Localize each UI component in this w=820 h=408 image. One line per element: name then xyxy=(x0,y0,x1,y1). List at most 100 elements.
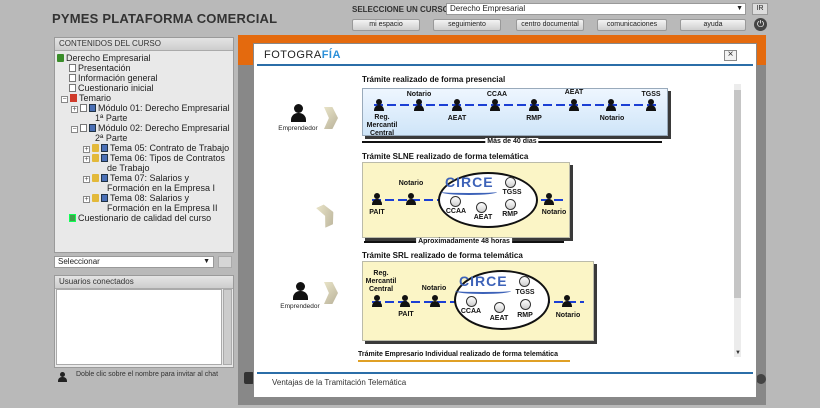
go-button[interactable]: IR xyxy=(752,3,768,15)
connected-users-title: Usuarios conectados xyxy=(55,276,233,289)
page-icon xyxy=(69,214,76,222)
person-icon xyxy=(490,99,500,111)
sec1-top-label: Notario xyxy=(406,91,432,98)
course-select-label: SELECCIONE UN CURSO: xyxy=(352,5,452,14)
tree-item-tema-08[interactable]: + Tema 08: Salarios y xyxy=(57,193,233,203)
nav-mi-espacio[interactable]: mi espacio xyxy=(352,19,420,31)
sec1-duration-bar: Más de 40 días xyxy=(362,138,662,151)
nav-comunicaciones[interactable]: comunicaciones xyxy=(597,19,667,31)
sec3-circe-logo: CIRCE xyxy=(455,273,511,294)
person-icon xyxy=(372,193,382,205)
expand-icon[interactable]: + xyxy=(71,106,78,113)
tree-item-tema-05[interactable]: + Tema 05: Contrato de Trabajo xyxy=(57,143,233,153)
scroll-down-icon[interactable]: ▼ xyxy=(735,350,741,356)
section-go-button[interactable] xyxy=(218,256,232,268)
close-button[interactable]: × xyxy=(724,50,737,61)
tree-item-label: de Trabajo xyxy=(107,163,150,173)
modal-caption: Ventajas de la Tramitación Telemática xyxy=(272,378,407,387)
tree-item-presentacion[interactable]: Presentación xyxy=(57,63,233,73)
tree-item-cuestionario-inicial[interactable]: Cuestionario inicial xyxy=(57,83,233,93)
sec3-cloud-label: TGSS xyxy=(515,289,535,296)
tree-item-tema-07-cont: Formación en la Empresa I xyxy=(57,183,233,193)
nav-ayuda[interactable]: ayuda xyxy=(680,19,746,31)
tree-item-info-general[interactable]: Información general xyxy=(57,73,233,83)
tree-item-modulo-01-part: 1ª Parte xyxy=(57,113,233,123)
content-scrollbar[interactable] xyxy=(734,84,741,357)
sec4-title: Trámite Empresario Individual realizado … xyxy=(358,351,558,358)
tree-item-label: Cuestionario de calidad del curso xyxy=(78,213,212,223)
collapse-icon[interactable]: − xyxy=(61,96,68,103)
scrollbar-thumb[interactable] xyxy=(734,90,741,298)
tree-item-label: Derecho Empresarial xyxy=(66,53,151,63)
tree-item-label: 2ª Parte xyxy=(95,133,128,143)
tree-item-tema-06[interactable]: +Tema 06: Tipos de Contratos xyxy=(57,153,233,163)
tree-item-label: Información general xyxy=(78,73,158,83)
sec1-bottom-label: RMP xyxy=(526,115,542,122)
tree-item-modulo-02[interactable]: − Módulo 02: Derecho Empresarial xyxy=(57,123,233,133)
course-select-value: Derecho Empresarial xyxy=(450,4,526,13)
sec3-cloud-label: AEAT xyxy=(489,315,509,322)
tree-item-tema-07[interactable]: +Tema 07: Salarios y xyxy=(57,173,233,183)
page-icon xyxy=(69,84,76,92)
page-icon xyxy=(69,64,76,72)
node-circle xyxy=(520,299,531,310)
previous-icon[interactable] xyxy=(244,372,254,384)
tree-item-modulo-01[interactable]: +Módulo 01: Derecho Empresarial xyxy=(57,103,233,113)
sec4-underline xyxy=(358,360,570,362)
tree-item-label: 1ª Parte xyxy=(95,113,128,123)
nav-seguimiento[interactable]: seguimiento xyxy=(433,19,501,31)
nav-centro-documental[interactable]: centro documental xyxy=(516,19,584,31)
person-icon xyxy=(414,99,424,111)
sec3-actor: Emprendedor xyxy=(280,303,320,310)
tree-item-label: Módulo 02: Derecho Empresarial xyxy=(98,123,230,133)
brand-part-b: FÍA xyxy=(321,49,341,61)
sec2-circe-logo: CIRCE xyxy=(441,174,497,195)
expand-icon[interactable]: + xyxy=(83,146,90,153)
arrow-icon xyxy=(316,202,338,228)
sec1-top-label: TGSS xyxy=(641,91,661,98)
node-circle xyxy=(494,302,505,313)
collapse-icon[interactable]: − xyxy=(71,126,78,133)
tree-item-cuestionario-calidad[interactable]: Cuestionario de calidad del curso xyxy=(57,213,233,223)
entrepreneur-icon xyxy=(291,104,306,122)
section-select-value: Seleccionar xyxy=(58,257,100,266)
modal-divider-top xyxy=(257,64,753,66)
sec3-cloud-label: CCAA xyxy=(460,308,482,315)
course-contents-panel: CONTENIDOS DEL CURSO Derecho Empresarial… xyxy=(54,37,234,253)
sec1-flow-line xyxy=(374,104,659,106)
node-circle xyxy=(505,199,516,210)
sec1-bottom-label: Reg. Mercantil Central xyxy=(366,114,398,137)
tree-item-label: Temario xyxy=(79,93,112,103)
arrow-icon xyxy=(324,282,338,304)
tree-item-label: Tema 08: Salarios y xyxy=(110,193,190,203)
expand-icon[interactable]: + xyxy=(83,196,90,203)
users-scrollbar[interactable] xyxy=(223,289,232,365)
sec2-cloud-label: TGSS xyxy=(502,189,522,196)
course-contents-title: CONTENIDOS DEL CURSO xyxy=(55,38,233,51)
expand-icon[interactable]: + xyxy=(83,156,90,163)
folder-icon xyxy=(92,154,99,162)
node-circle xyxy=(450,196,461,207)
tree-item-course[interactable]: Derecho Empresarial xyxy=(57,53,233,63)
person-icon xyxy=(569,99,579,111)
power-icon[interactable]: ⏻ xyxy=(754,18,767,31)
tree-item-label: Tema 05: Contrato de Trabajo xyxy=(110,143,230,153)
sec2-cloud-label: AEAT xyxy=(473,214,493,221)
image-modal: FOTOGRAFÍA × Trámite realizado de forma … xyxy=(253,43,757,398)
arrow-icon xyxy=(324,107,338,129)
sec3-left-label: PAIT xyxy=(398,311,414,318)
expand-icon[interactable]: + xyxy=(83,176,90,183)
tree-item-temario[interactable]: − Temario xyxy=(57,93,233,103)
connected-users-list[interactable] xyxy=(56,289,222,365)
tree-item-label: Formación en la Empresa II xyxy=(107,203,218,213)
checkbox-icon xyxy=(101,154,108,162)
next-icon[interactable] xyxy=(756,374,766,384)
sec3-title: Trámite SRL realizado de forma telemátic… xyxy=(362,251,523,260)
chevron-down-icon: ▼ xyxy=(203,258,210,265)
person-icon xyxy=(452,99,462,111)
course-select[interactable]: Derecho Empresarial ▼ xyxy=(446,3,746,15)
checkbox-icon xyxy=(101,174,108,182)
sec2-left-label: PAIT xyxy=(369,209,385,216)
sec2-right-label: Notario xyxy=(541,209,567,216)
section-select[interactable]: Seleccionar ▼ xyxy=(54,256,214,268)
